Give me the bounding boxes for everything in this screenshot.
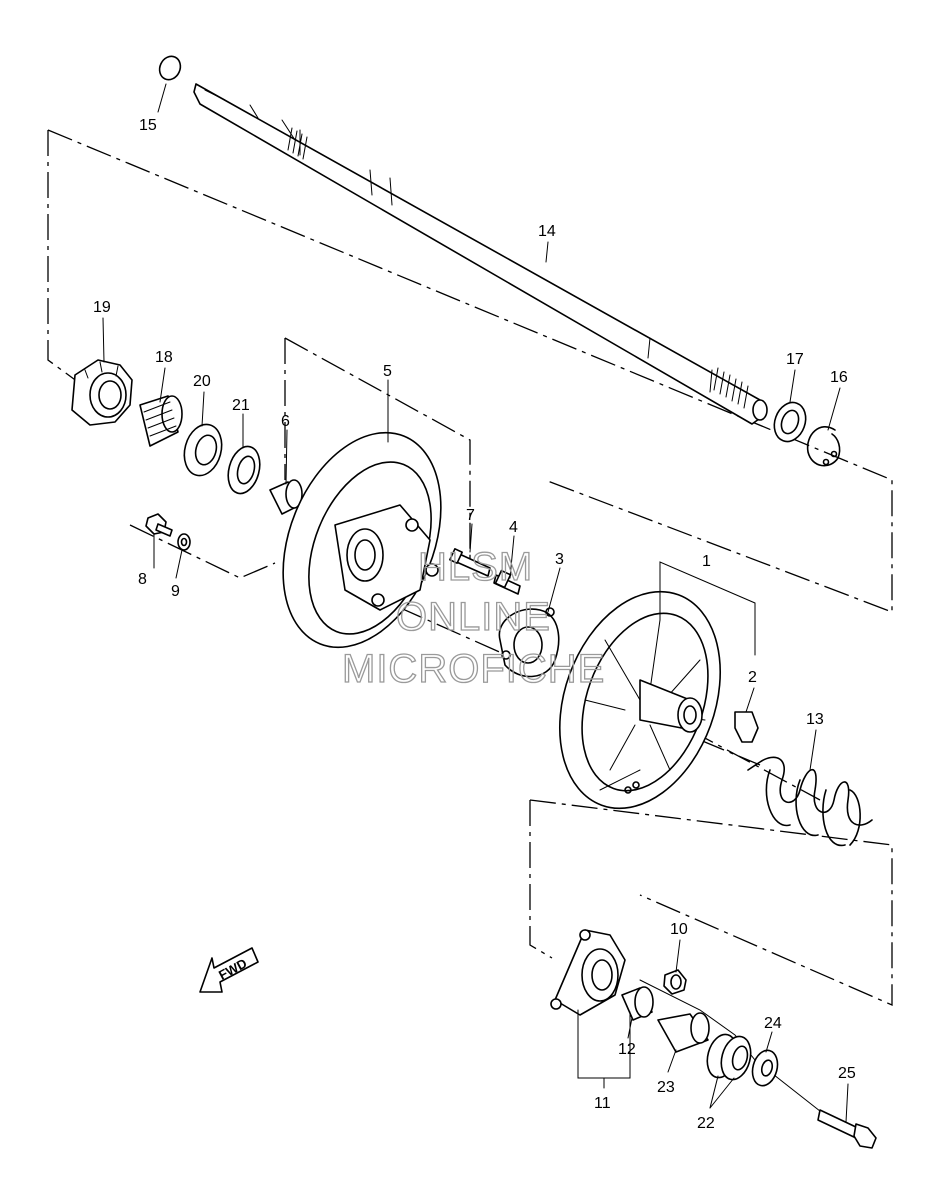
fwd-arrow-icon: FWD [199,947,259,993]
label-part-17[interactable]: 17 [786,351,804,368]
label-part-20[interactable]: 20 [193,373,211,390]
label-part-21[interactable]: 21 [232,397,250,414]
label-part-2[interactable]: 2 [748,669,757,686]
label-part-6[interactable]: 6 [281,413,290,430]
label-part-8[interactable]: 8 [138,571,147,588]
circlip-part-16[interactable] [806,426,841,467]
label-part-24[interactable]: 24 [764,1015,782,1032]
nut-part-19[interactable] [71,359,133,426]
bushing-part-6[interactable] [269,479,303,515]
washer-part-20[interactable] [179,420,227,480]
leader-lines [102,83,849,1123]
label-part-14[interactable]: 14 [538,223,556,240]
label-part-5[interactable]: 5 [383,363,392,380]
part-labels: 15 14 19 18 20 21 6 5 17 16 7 4 3 1 2 13… [93,117,856,1132]
watermark-line-3: MICROFICHE [342,647,605,691]
label-part-10[interactable]: 10 [670,921,688,938]
assembly-outlines [47,129,893,1116]
washer-part-9[interactable] [177,533,191,551]
sheave-part-5[interactable] [253,409,470,671]
label-part-19[interactable]: 19 [93,299,111,316]
shaft-part-14[interactable] [193,83,768,425]
bolt-part-8[interactable] [145,513,173,537]
label-part-3[interactable]: 3 [555,551,564,568]
label-part-11[interactable]: 11 [594,1095,611,1112]
label-part-23[interactable]: 23 [657,1079,675,1096]
label-part-13[interactable]: 13 [806,711,824,728]
label-part-16[interactable]: 16 [830,369,848,386]
washer-part-24[interactable] [749,1048,781,1089]
bolt-part-25[interactable] [817,1109,877,1149]
bolt-part-7[interactable] [449,548,491,577]
label-part-15[interactable]: 15 [139,117,157,134]
fwd-label: FWD [216,956,249,983]
watermark-line-2: ONLINE [396,595,551,639]
label-part-18[interactable]: 18 [155,349,173,366]
watermark: HLSM ONLINE MICROFICHE [341,544,605,691]
label-part-25[interactable]: 25 [838,1065,856,1082]
washer-part-17[interactable] [769,398,811,446]
o-ring-part-15[interactable] [156,53,184,83]
spring-part-13[interactable] [747,756,873,847]
nut-part-10[interactable] [663,969,687,995]
label-part-22[interactable]: 22 [697,1115,715,1132]
label-part-4[interactable]: 4 [509,519,518,536]
collar-part-18[interactable] [139,395,183,447]
label-part-1[interactable]: 1 [702,553,711,570]
sleeve-part-23[interactable] [657,1012,710,1053]
housing-part-11[interactable] [550,929,626,1016]
screw-part-4[interactable] [493,569,521,595]
cap-part-2[interactable] [734,711,759,743]
sheave-part-1[interactable] [531,569,749,831]
label-part-12[interactable]: 12 [618,1041,636,1058]
plate-part-3[interactable] [498,607,560,678]
label-part-7[interactable]: 7 [466,507,475,524]
label-part-9[interactable]: 9 [171,583,180,600]
watermark-line-1: HLSM [418,545,533,589]
spacer-part-22[interactable] [703,1031,755,1083]
washer-part-21[interactable] [223,443,264,497]
bushing-part-12[interactable] [621,986,654,1021]
